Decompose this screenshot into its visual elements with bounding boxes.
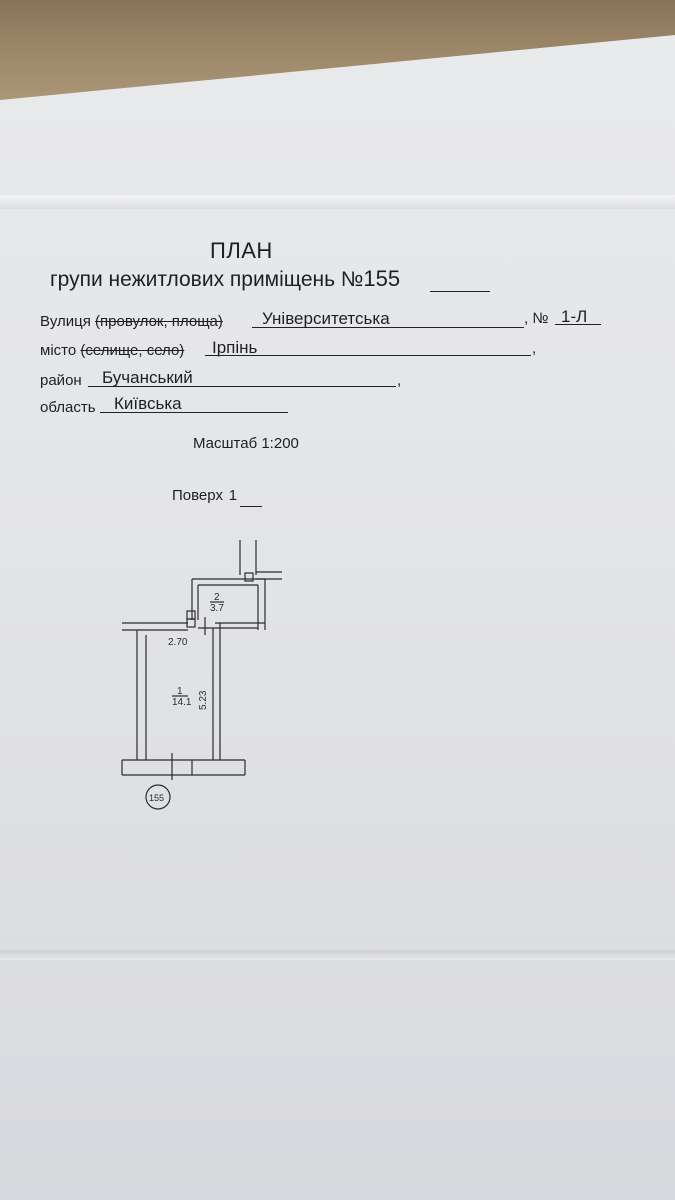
document-subtitle: групи нежитлових приміщень №155 — [50, 266, 400, 292]
premises-number: 155 — [363, 266, 401, 291]
street-row: Вулиця (провулок, площа) — [40, 313, 223, 330]
scale-label: Масштаб 1:200 — [193, 435, 299, 452]
district-comma: , — [397, 372, 402, 389]
house-number-label: , № — [524, 310, 549, 327]
region-value: Київська — [114, 394, 182, 413]
street-value: Університетська — [262, 309, 390, 328]
plan-marker-number: 155 — [149, 793, 164, 803]
paper-fold — [0, 950, 675, 960]
city-value: Ірпінь — [212, 338, 258, 357]
dimension-length: 5.23 — [198, 690, 209, 710]
street-label: Вулиця — [40, 313, 91, 330]
street-underline — [252, 327, 524, 328]
district-value: Бучанський — [102, 368, 193, 387]
city-label: місто — [40, 342, 77, 359]
premises-number-underline — [430, 291, 490, 292]
region-label: область — [40, 399, 96, 416]
city-comma: , — [532, 340, 537, 357]
floor-row: Поверх 1 — [172, 487, 243, 504]
floor-plan-drawing: 2 3.7 2.70 1 14.1 5.23 155 — [121, 540, 282, 810]
subtitle-text: групи нежитлових приміщень № — [50, 268, 364, 291]
floor-label: Поверх — [172, 487, 223, 504]
room1-number: 1 — [177, 686, 183, 697]
region-underline — [100, 412, 288, 413]
room1-area: 14.1 — [172, 697, 192, 708]
paper-fold — [0, 195, 675, 209]
street-struck-alternatives: (провулок, площа) — [95, 313, 223, 330]
room2-area: 3.7 — [210, 603, 224, 614]
floor-value: 1 — [228, 487, 238, 504]
city-struck-alternatives: (селище, село) — [80, 342, 185, 359]
document-title: ПЛАН — [210, 238, 273, 263]
city-underline — [205, 355, 531, 356]
floor-underline — [240, 506, 262, 507]
room2-number: 2 — [214, 592, 220, 603]
city-row: місто (селище, село) — [40, 342, 184, 359]
dimension-width: 2.70 — [168, 637, 188, 648]
district-label: район — [40, 372, 82, 389]
house-number-underline — [555, 324, 601, 325]
house-number: 1-Л — [561, 307, 588, 326]
district-underline — [88, 386, 396, 387]
